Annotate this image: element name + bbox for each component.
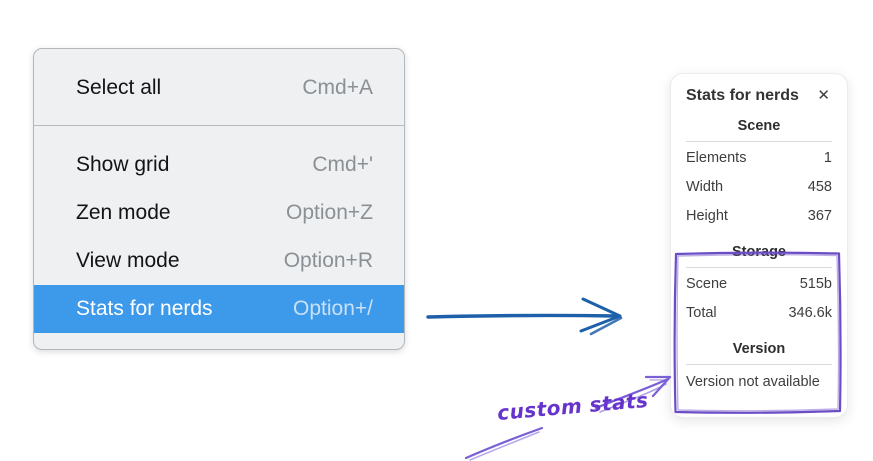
- menu-item-stats-for-nerds[interactable]: Stats for nerds Option+/: [34, 285, 404, 333]
- menu-item-label: Zen mode: [76, 201, 171, 224]
- menu-item-select-all[interactable]: Select all Cmd+A: [34, 64, 404, 112]
- stat-label: Height: [686, 208, 728, 224]
- stat-value: 346.6k: [788, 305, 832, 321]
- stat-value: 458: [807, 179, 832, 195]
- menu-item-label: Select all: [76, 76, 162, 99]
- section-heading: Scene: [737, 118, 781, 134]
- stat-value: 515b: [799, 276, 832, 292]
- stats-section-scene: Scene Elements 1 Width 458 Height 367: [686, 118, 832, 231]
- stats-panel-header: Stats for nerds ✕: [686, 86, 832, 105]
- menu-item-shortcut: Cmd+': [312, 153, 373, 176]
- stat-value: 367: [807, 208, 832, 224]
- section-divider: [686, 141, 832, 142]
- menu-item-shortcut: Option+R: [283, 249, 373, 272]
- menu-item-label: View mode: [76, 249, 180, 272]
- section-divider: [686, 267, 832, 268]
- menu-item-label: Show grid: [76, 153, 170, 176]
- stat-row: Scene 515b: [686, 270, 832, 299]
- close-icon: ✕: [817, 86, 830, 104]
- close-button[interactable]: ✕: [815, 86, 832, 105]
- menu-item-shortcut: Option+/: [293, 297, 373, 320]
- stat-row: Elements 1: [686, 144, 832, 173]
- menu-item-zen-mode[interactable]: Zen mode Option+Z: [34, 189, 404, 237]
- menu-item-label: Stats for nerds: [76, 297, 213, 320]
- section-divider: [686, 364, 832, 365]
- stat-row: Total 346.6k: [686, 299, 832, 328]
- section-heading: Storage: [732, 244, 786, 260]
- annotation-arrow-lower-icon: [464, 426, 544, 461]
- stat-label: Elements: [686, 150, 747, 166]
- stats-panel: Stats for nerds ✕ Scene Elements 1 Width…: [670, 73, 848, 418]
- stat-row: Width 458: [686, 173, 832, 202]
- stat-label: Total: [686, 305, 717, 321]
- section-heading: Version: [732, 341, 786, 357]
- context-menu: Select all Cmd+A Show grid Cmd+' Zen mod…: [33, 48, 405, 350]
- stat-value: 1: [823, 150, 832, 166]
- flow-arrow-icon: [426, 297, 623, 336]
- menu-item-shortcut: Option+Z: [286, 201, 373, 224]
- menu-item-shortcut: Cmd+A: [302, 76, 373, 99]
- menu-item-show-grid[interactable]: Show grid Cmd+': [34, 141, 404, 189]
- stat-label: Width: [686, 179, 724, 195]
- stat-label: Scene: [686, 276, 728, 292]
- annotation-label: custom stats: [496, 387, 650, 425]
- stats-section-storage: Storage Scene 515b Total 346.6k: [686, 244, 832, 328]
- stats-panel-title: Stats for nerds: [686, 86, 799, 104]
- menu-item-view-mode[interactable]: View mode Option+R: [34, 237, 404, 285]
- stats-section-version: Version Version not available: [686, 341, 832, 392]
- stat-row: Height 367: [686, 202, 832, 231]
- menu-separator: [34, 125, 404, 126]
- version-note: Version not available: [686, 374, 820, 390]
